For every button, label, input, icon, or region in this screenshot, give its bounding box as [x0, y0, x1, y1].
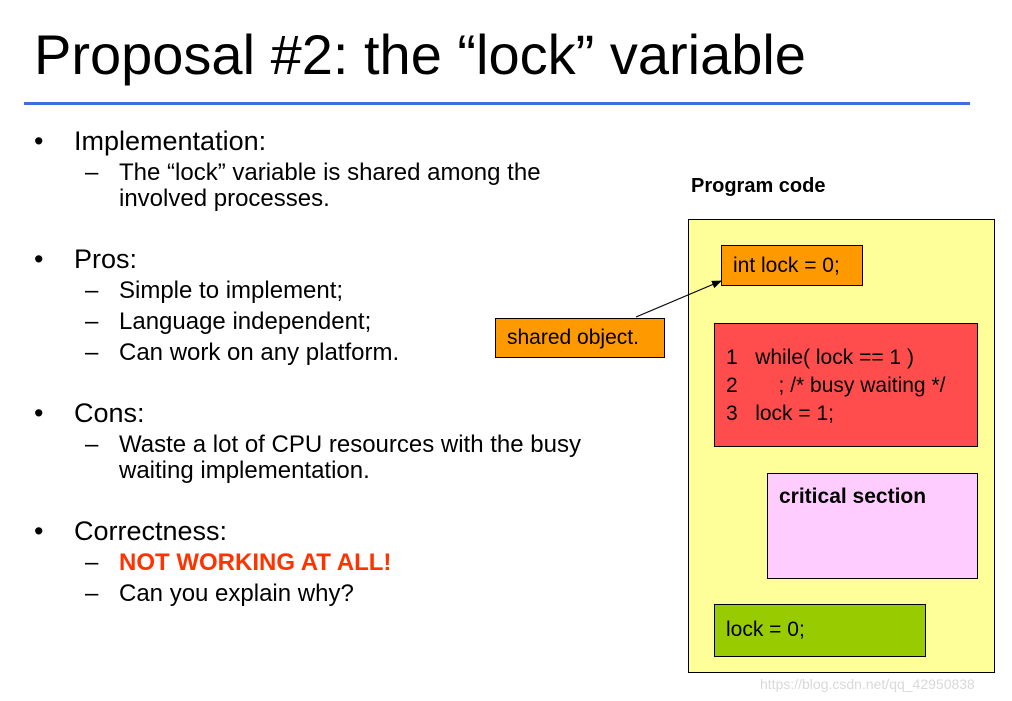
- dash-marker: –: [85, 159, 99, 186]
- slide-title: Proposal #2: the “lock” variable: [34, 23, 806, 86]
- dash-marker: –: [85, 580, 99, 607]
- watermark: https://blog.csdn.net/qq_42950838: [760, 676, 975, 692]
- dash-marker: –: [85, 549, 99, 576]
- dash-marker: –: [85, 277, 99, 304]
- section-heading: Correctness:: [74, 516, 228, 546]
- list-item: – NOT WORKING AT ALL!: [34, 550, 654, 576]
- section-cons: • Cons: – Waste a lot of CPU resources w…: [34, 396, 654, 484]
- warning-text: NOT WORKING AT ALL!: [119, 549, 392, 576]
- section-heading: Implementation:: [74, 126, 267, 156]
- list-item: – The “lock” variable is shared among th…: [85, 159, 541, 212]
- program-code-label: Program code: [691, 175, 826, 197]
- bullet-dot: •: [34, 126, 44, 156]
- section-heading: Pros:: [74, 244, 138, 274]
- list-item: – Language independent;: [85, 308, 372, 335]
- list-item: – Waste a lot of CPU resources with the …: [85, 431, 581, 484]
- title-underline: [24, 102, 970, 105]
- shared-object-label: shared object.: [495, 318, 665, 358]
- code-line: 3 lock = 1;: [726, 402, 834, 425]
- dash-marker: –: [85, 339, 99, 366]
- dash-marker: –: [85, 308, 99, 335]
- critical-section-box: critical section: [767, 473, 978, 579]
- section-implementation: • Implementation: – The “lock” variable …: [34, 124, 654, 212]
- lock-init-box: int lock = 0;: [721, 245, 863, 286]
- bullet-dot: •: [34, 244, 44, 274]
- list-item: – Simple to implement;: [85, 277, 344, 304]
- code-line: 2 ; /* busy waiting */: [726, 374, 946, 397]
- section-pros: • Pros: – Simple to implement; – Languag…: [34, 242, 654, 366]
- dash-marker: –: [85, 431, 99, 458]
- bullet-dot: •: [34, 516, 44, 546]
- busy-wait-box: 1 while( lock == 1 ) 2 ; /* busy waiting…: [714, 323, 978, 447]
- bullet-dot: •: [34, 398, 44, 428]
- lock-release-box: lock = 0;: [714, 604, 926, 657]
- bullet-list: • Implementation: – The “lock” variable …: [34, 124, 654, 629]
- list-item: – Can work on any platform.: [85, 339, 400, 366]
- code-line: 1 while( lock == 1 ): [726, 346, 914, 369]
- list-item: – Can you explain why?: [85, 580, 354, 607]
- section-heading: Cons:: [74, 398, 145, 428]
- section-correctness: • Correctness: – NOT WORKING AT ALL! – C…: [34, 514, 654, 607]
